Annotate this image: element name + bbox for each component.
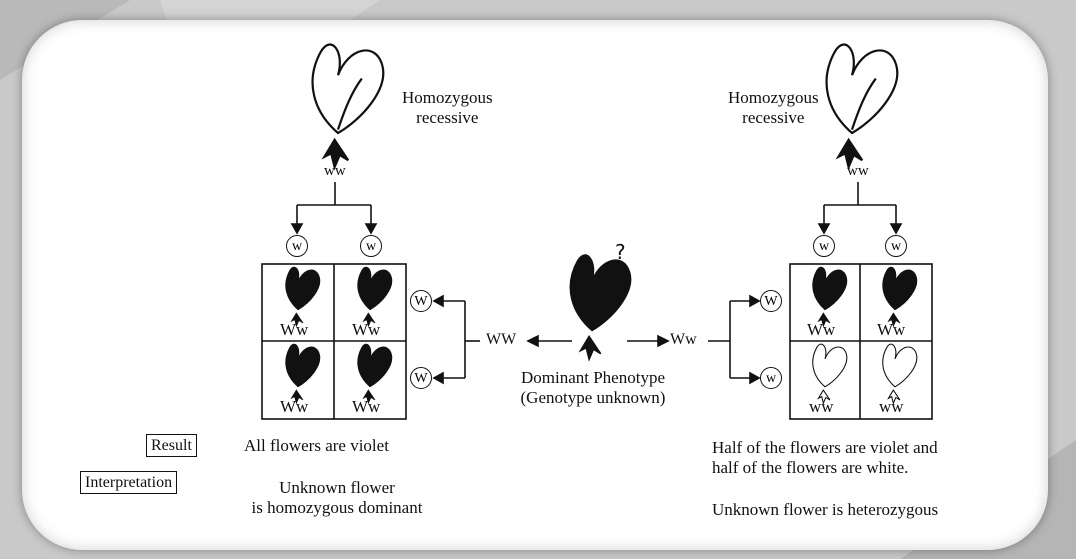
unknown-left-genotype: WW: [486, 331, 516, 349]
right-result-text: Half of the flowers are violet and half …: [712, 438, 938, 477]
left-interpretation-text: Unknown flower is homozygous dominant: [228, 478, 446, 517]
left-cell-2-genotype: Ww: [352, 320, 380, 340]
left-cell-3-genotype: Ww: [280, 397, 308, 417]
right-parent-genotype: ww: [847, 163, 869, 180]
left-gamete-side-1: W: [410, 290, 432, 312]
left-parent-genotype: ww: [324, 163, 346, 180]
right-cell-2-genotype: Ww: [877, 320, 905, 340]
left-gamete-top-2: w: [360, 235, 382, 257]
left-bracket: [434, 296, 480, 383]
left-cell-1-genotype: Ww: [280, 320, 308, 340]
left-gamete-top-1: w: [286, 235, 308, 257]
left-parent-flower: [313, 45, 384, 167]
interpretation-label: Interpretation: [80, 471, 177, 494]
right-gamete-top-1: w: [813, 235, 835, 257]
right-cell-4-genotype: ww: [879, 397, 904, 417]
right-gamete-side-1: W: [760, 290, 782, 312]
right-grid-violet-flowers: [813, 267, 917, 326]
right-gamete-top-2: w: [885, 235, 907, 257]
unknown-label-line-2: (Genotype unknown): [508, 388, 678, 408]
unknown-flower: [570, 255, 630, 359]
center-arrows: [528, 336, 668, 346]
right-cell-3-genotype: ww: [809, 397, 834, 417]
question-mark: ?: [615, 240, 626, 264]
left-cell-4-genotype: Ww: [352, 397, 380, 417]
unknown-label: Dominant Phenotype (Genotype unknown): [508, 368, 678, 407]
right-parent-arrows: [819, 182, 901, 233]
left-parent-arrows: [292, 182, 376, 233]
right-parent-label: Homozygous recessive: [728, 88, 819, 127]
left-gamete-side-2: W: [410, 367, 432, 389]
right-grid-white-flowers: [813, 344, 917, 403]
right-gamete-side-2: w: [760, 367, 782, 389]
unknown-right-genotype: Ww: [670, 331, 697, 349]
left-parent-label: Homozygous recessive: [402, 88, 493, 127]
result-label: Result: [146, 434, 197, 457]
left-result-text: All flowers are violet: [244, 436, 389, 456]
right-cell-1-genotype: Ww: [807, 320, 835, 340]
right-parent-flower: [827, 45, 898, 167]
right-bracket: [708, 296, 759, 383]
unknown-label-line-1: Dominant Phenotype: [508, 368, 678, 388]
right-interpretation-text: Unknown flower is heterozygous: [712, 500, 938, 520]
